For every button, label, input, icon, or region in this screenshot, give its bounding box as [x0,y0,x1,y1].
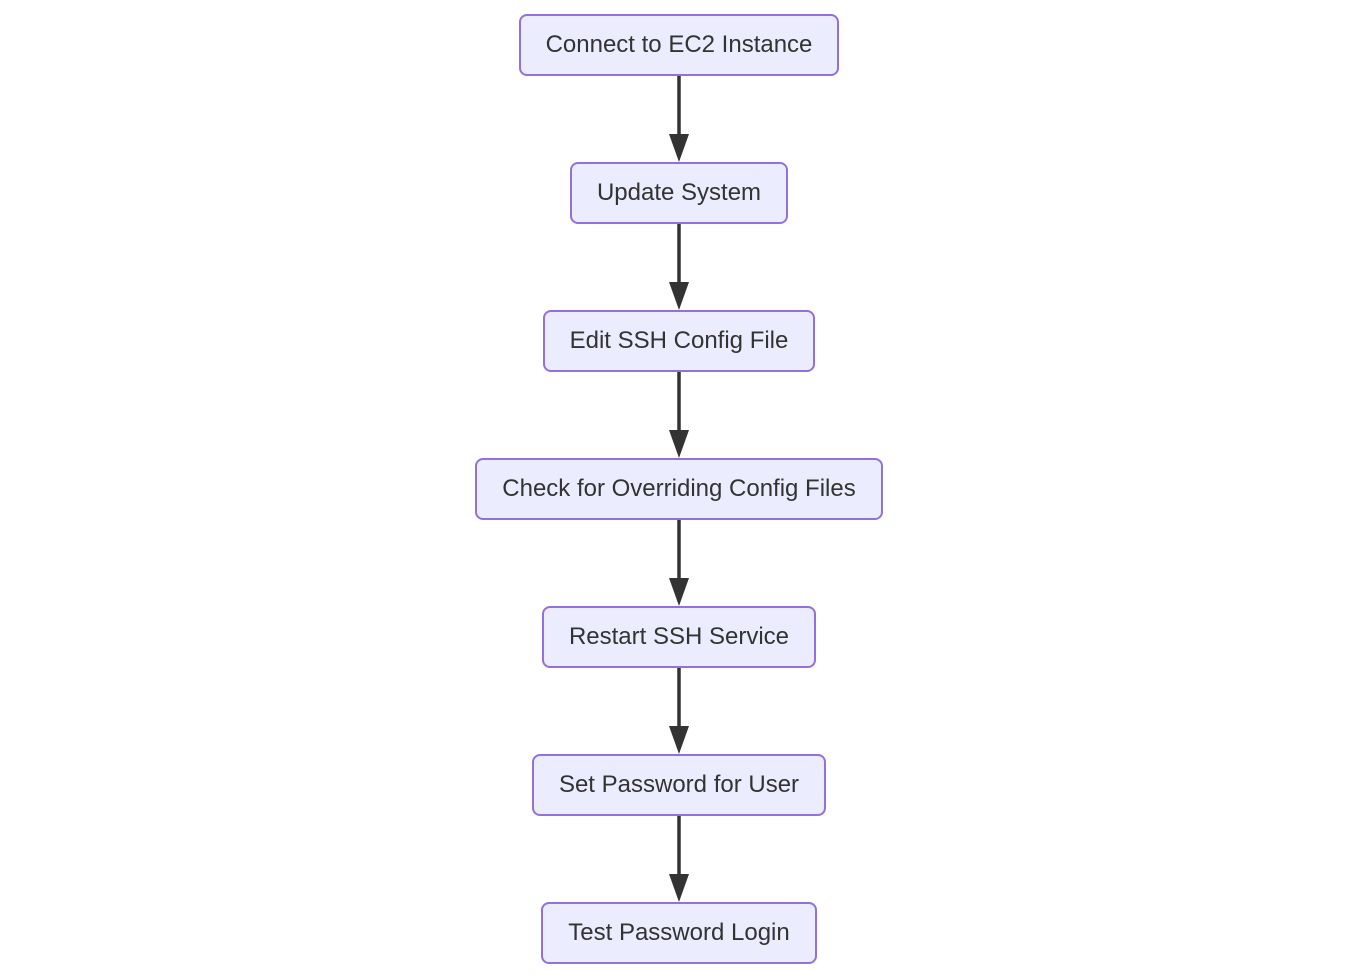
arrow-down-icon [669,668,689,754]
arrow-down-icon [669,76,689,162]
arrow-down-icon [669,224,689,310]
arrow-down-icon [669,816,689,902]
arrow-down-icon [669,372,689,458]
flow-node-set-password: Set Password for User [531,754,827,816]
flow-node-edit-ssh-config: Edit SSH Config File [542,310,816,372]
flow-node-check-overrides: Check for Overriding Config Files [475,458,883,520]
flow-node-restart-ssh: Restart SSH Service [541,606,817,668]
flow-node-update-system: Update System [569,162,789,224]
flow-node-test-login: Test Password Login [541,902,817,964]
arrow-down-icon [669,520,689,606]
flow-node-connect-ec2: Connect to EC2 Instance [518,14,840,76]
